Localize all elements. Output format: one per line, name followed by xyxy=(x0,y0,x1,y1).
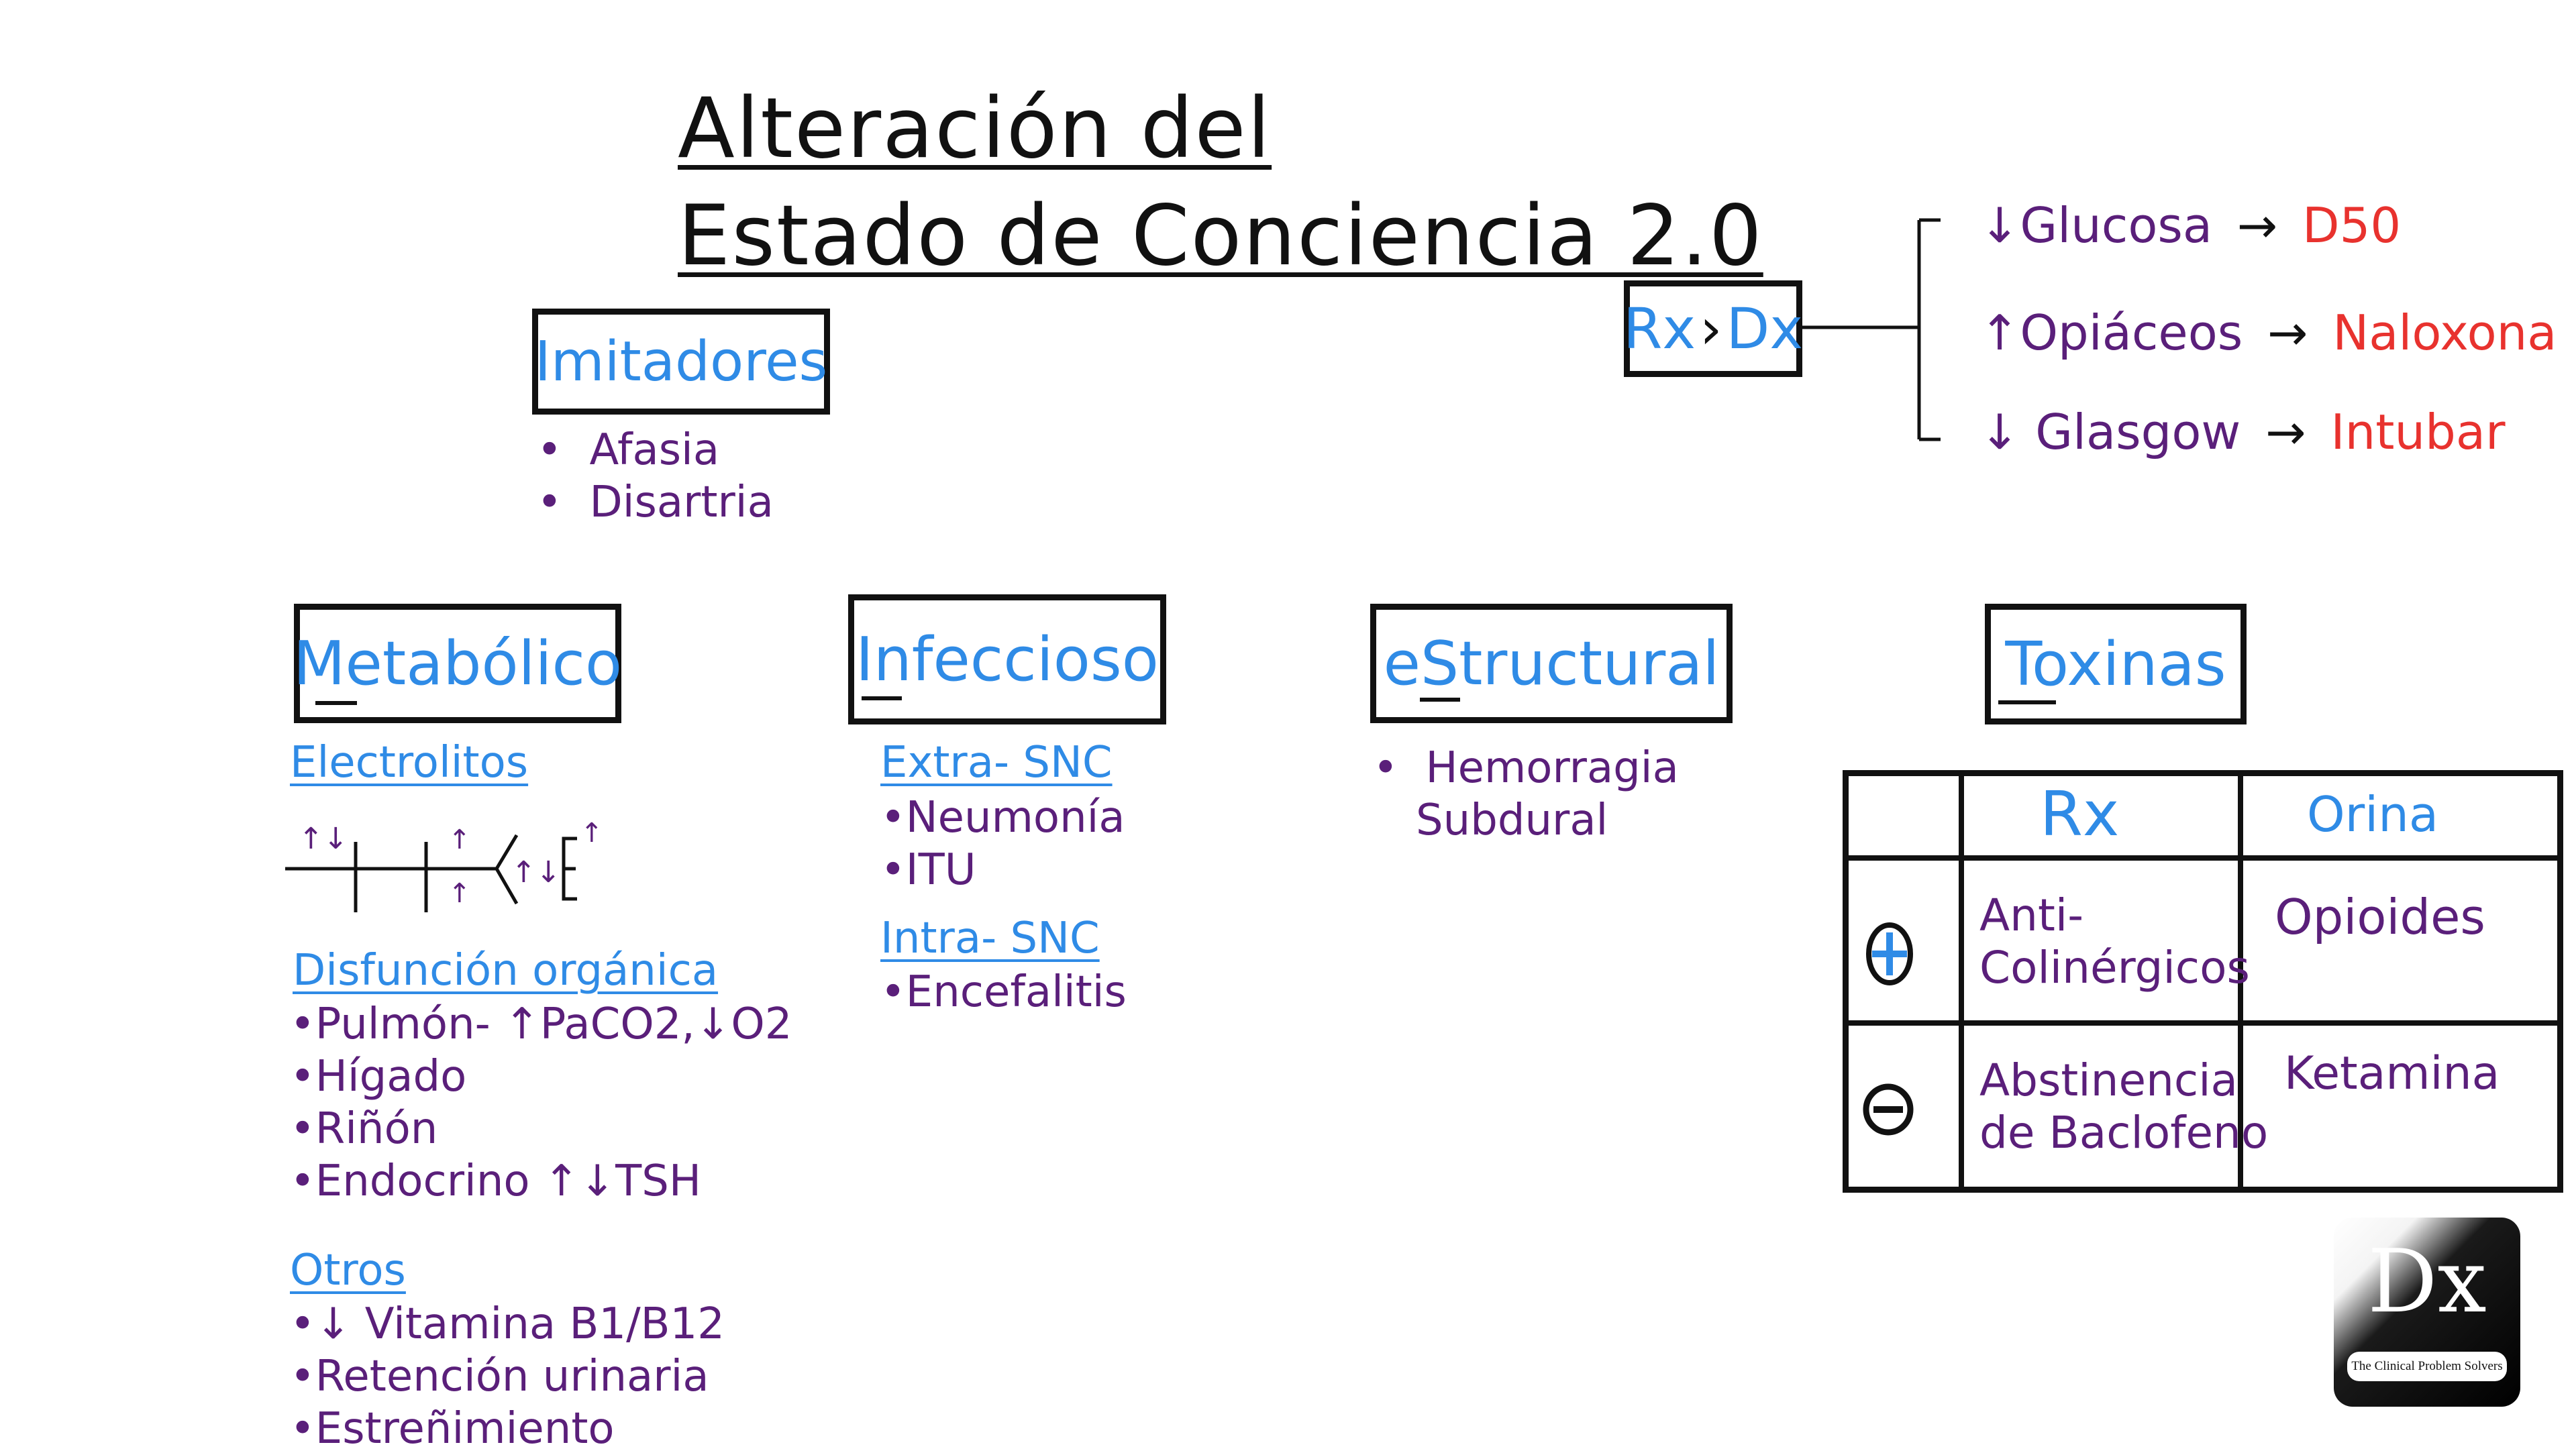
abstinencia-baclofeno-cell: Abstinencia de Baclofeno xyxy=(1979,1055,2268,1159)
list-item: •Neumonía xyxy=(880,793,1125,843)
title-line-1: Alteración del xyxy=(678,80,1272,177)
heading-underline xyxy=(862,696,902,700)
anticolinergicos-cell: Anti- Colinérgicos xyxy=(1979,890,2250,994)
infeccioso-box: Infeccioso xyxy=(848,594,1166,724)
svg-text:↑: ↑ xyxy=(448,878,471,909)
list-item: Subdural xyxy=(1416,796,1608,845)
d50-label: D50 xyxy=(2302,197,2402,254)
list-item: • Hemorragia xyxy=(1373,743,1679,793)
list-item: •Estreñimiento xyxy=(290,1404,615,1454)
opiaceos-label: ↑Opiáceos xyxy=(1979,305,2243,361)
glasgow-label: ↓ Glasgow xyxy=(1979,404,2241,460)
table-divider xyxy=(1849,855,2557,861)
list-item: •↓ Vitamina B1/B12 xyxy=(290,1299,725,1349)
list-item: • Disartria xyxy=(537,478,774,527)
svg-text:↑↓: ↑↓ xyxy=(299,822,348,856)
otros-list: •↓ Vitamina B1/B12 •Retención urinaria •… xyxy=(290,1298,725,1455)
list-item: •Hígado xyxy=(290,1052,467,1101)
intra-snc-heading: Intra- SNC xyxy=(880,914,1100,963)
infeccioso-heading: Infeccioso xyxy=(856,624,1159,695)
list-item: •Endocrino ↑↓TSH xyxy=(290,1156,701,1206)
toxinas-box: Toxinas xyxy=(1985,604,2247,724)
rx-dx-bracket xyxy=(1802,218,1941,441)
list-item: •ITU xyxy=(880,845,976,895)
rx-dx-row-glasgow: ↓ Glasgow → Intubar xyxy=(1979,408,2506,456)
disfuncion-list: •Pulmón- ↑PaCO2,↓O2 •Hígado •Riñón •Endo… xyxy=(290,998,792,1207)
opioides-cell: Opioides xyxy=(2275,889,2485,945)
extra-snc-list: •Neumonía •ITU xyxy=(880,792,1125,896)
list-item: • Afasia xyxy=(537,425,720,475)
table-divider xyxy=(1849,1020,2557,1026)
electrolitos-heading: Electrolitos xyxy=(290,738,529,788)
rx-label: Rx xyxy=(1622,296,1696,362)
imitadores-list: • Afasia • Disartria xyxy=(537,424,774,529)
cell-line: Colinérgicos xyxy=(1979,942,2250,993)
rx-dx-row-glucosa: ↓Glucosa → D50 xyxy=(1979,201,2401,250)
imitadores-heading: Imitadores xyxy=(534,329,828,394)
minus-circle-icon xyxy=(1863,1083,1914,1136)
rx-dx-box: Rx › Dx xyxy=(1622,280,1804,377)
metabolico-box: Metabólico xyxy=(293,604,623,723)
svg-text:↑: ↑ xyxy=(448,824,471,855)
plus-circle-icon xyxy=(1866,922,1913,985)
clinical-problem-solvers-logo: Dx The Clinical Problem Solvers xyxy=(2334,1218,2520,1407)
svg-text:↑: ↑ xyxy=(580,818,603,849)
cell-line: de Baclofeno xyxy=(1979,1107,2269,1158)
estructural-heading: eStructural xyxy=(1383,628,1720,699)
disfuncion-heading: Disfunción orgánica xyxy=(293,946,719,995)
dx-label: Dx xyxy=(1726,296,1804,362)
intubar-label: Intubar xyxy=(2330,404,2506,460)
extra-snc-heading: Extra- SNC xyxy=(880,738,1113,788)
list-item: •Encefalitis xyxy=(880,967,1127,1017)
list-item: •Riñón xyxy=(290,1104,438,1154)
metabolico-heading: Metabólico xyxy=(293,628,623,699)
naloxona-label: Naloxona xyxy=(2332,305,2557,361)
ketamina-cell: Ketamina xyxy=(2284,1047,2500,1100)
arrow-right-icon: → xyxy=(2267,305,2308,361)
list-item: •Retención urinaria xyxy=(290,1352,709,1401)
logo-mark: Dx xyxy=(2367,1230,2487,1332)
logo-tagline: The Clinical Problem Solvers xyxy=(2347,1352,2507,1381)
toxinas-heading: Toxinas xyxy=(2005,629,2226,700)
svg-text:↑↓: ↑↓ xyxy=(511,855,561,890)
greater-than-label: › xyxy=(1700,296,1722,362)
title-line-2: Estado de Conciencia 2.0 xyxy=(678,188,1763,284)
intra-snc-list: •Encefalitis xyxy=(880,966,1127,1018)
rx-dx-row-opiaceos: ↑Opiáceos → Naloxona xyxy=(1979,309,2557,357)
heading-underline xyxy=(1998,700,2056,704)
list-item: •Pulmón- ↑PaCO2,↓O2 xyxy=(290,1000,792,1049)
estructural-box: eStructural xyxy=(1370,604,1733,723)
glucosa-label: ↓Glucosa xyxy=(1979,197,2213,254)
heading-underline xyxy=(315,701,357,705)
table-divider xyxy=(2238,776,2243,1187)
arrow-right-icon: → xyxy=(2236,197,2278,254)
col-header-orina: Orina xyxy=(2307,786,2439,843)
electrolyte-fishbone-icon: ↑↓ ↑ ↑ ↑↓ ↑ xyxy=(285,818,603,912)
heading-underline xyxy=(1420,698,1460,702)
otros-heading: Otros xyxy=(290,1246,406,1295)
estructural-list: • Hemorragia Subdural xyxy=(1373,742,1679,847)
cell-line: Anti- xyxy=(1979,890,2084,941)
arrow-right-icon: → xyxy=(2265,404,2306,460)
cell-line: Abstinencia xyxy=(1979,1055,2238,1106)
imitadores-box: Imitadores xyxy=(532,309,830,415)
toxinas-table xyxy=(1843,770,2563,1193)
col-header-rx: Rx xyxy=(2040,778,2120,850)
table-divider xyxy=(1959,776,1964,1187)
